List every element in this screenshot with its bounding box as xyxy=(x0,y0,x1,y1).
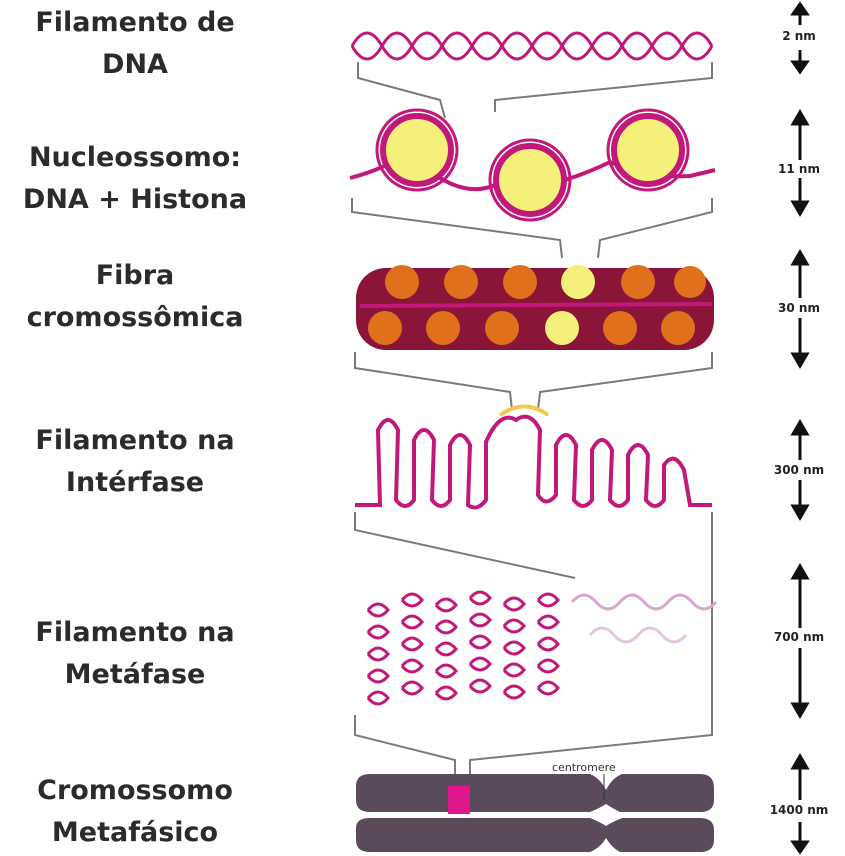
metaphase-chromosome: centromere xyxy=(356,761,714,852)
scale-label: 1400 nm xyxy=(759,803,839,817)
highlight-band xyxy=(448,786,470,814)
scale-label: 30 nm xyxy=(759,301,839,315)
scale-arrows xyxy=(793,4,807,852)
interphase-filament xyxy=(355,407,712,508)
histone-core xyxy=(377,110,457,190)
histone-core xyxy=(608,110,688,190)
dna-double-helix xyxy=(352,33,712,59)
metaphase-filament xyxy=(368,592,716,704)
scale-label: 11 nm xyxy=(759,162,839,176)
centromere-label: centromere xyxy=(552,761,616,774)
chromatin-fiber xyxy=(356,265,714,350)
scale-label: 300 nm xyxy=(759,463,839,477)
nucleosome-string xyxy=(350,110,715,220)
histone-core xyxy=(490,140,570,220)
scale-label: 700 nm xyxy=(759,630,839,644)
scale-label: 2 nm xyxy=(759,29,839,43)
